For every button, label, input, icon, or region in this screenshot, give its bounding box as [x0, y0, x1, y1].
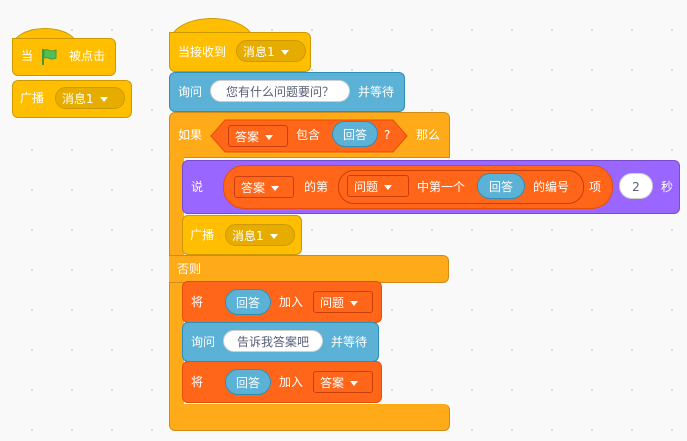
clicked-label: 被点击: [69, 49, 106, 63]
contains-list-dropdown[interactable]: 答案: [228, 125, 288, 147]
ask-label: 询问: [191, 335, 216, 349]
broadcast-label: 广播: [190, 228, 215, 242]
seconds-input[interactable]: 2: [619, 173, 653, 199]
answer-text: 回答: [488, 180, 513, 194]
add-to-list-block[interactable]: 将 回答 加入 答案: [182, 361, 382, 403]
chevron-down-icon: [271, 186, 280, 191]
else-label: 否则: [177, 262, 202, 276]
else-arm: 否则: [169, 255, 449, 283]
chevron-down-icon: [265, 135, 274, 140]
say-list2-dropdown[interactable]: 问题: [347, 175, 409, 197]
say-list-dropdown[interactable]: 答案: [234, 176, 294, 198]
item-label: 项: [589, 180, 602, 194]
ask-and-wait-block[interactable]: 询问 告诉我答案吧 并等待: [182, 322, 379, 362]
broadcast-message-dropdown[interactable]: 消息1: [225, 224, 295, 246]
broadcast-message-value: 消息1: [62, 92, 94, 106]
green-flag-icon: [42, 49, 57, 65]
say-for-secs-block[interactable]: 说 答案 的第 问题 中第一个 回答 的编号 项 2 秒: [182, 160, 680, 214]
chevron-down-icon: [350, 301, 359, 306]
add-list-dropdown[interactable]: 问题: [313, 291, 373, 313]
answer-text: 回答: [235, 376, 260, 390]
if-else-arm: [169, 154, 184, 426]
if-label: 如果: [178, 128, 203, 142]
answer-reporter[interactable]: 回答: [225, 369, 271, 395]
when-receive-label: 当接收到: [178, 45, 227, 59]
ask-question-text: 告诉我答案吧: [236, 335, 309, 349]
item-of-list-reporter[interactable]: 答案 的第 问题 中第一个 回答 的编号: [223, 165, 613, 209]
contains-label: 包含: [296, 128, 321, 142]
when-flag-clicked-block[interactable]: 当 被点击: [12, 38, 116, 76]
and-wait-label: 并等待: [331, 335, 368, 349]
add-to-label: 加入: [279, 375, 304, 389]
answer-reporter[interactable]: 回答: [332, 121, 378, 147]
broadcast-message-dropdown[interactable]: 消息1: [55, 87, 125, 109]
ask-label: 询问: [178, 85, 203, 99]
first-in-label: 中第一个: [417, 180, 466, 194]
broadcast-block[interactable]: 广播 消息1: [182, 215, 302, 255]
chevron-down-icon: [269, 234, 278, 239]
contains-list-value: 答案: [235, 130, 260, 144]
receive-message-value: 消息1: [243, 45, 275, 59]
ask-question-input[interactable]: 告诉我答案吧: [223, 330, 323, 352]
when-label: 当: [21, 49, 34, 63]
broadcast-block[interactable]: 广播 消息1: [12, 80, 132, 118]
of-the-label: 的第: [304, 180, 329, 194]
seconds-label: 秒: [661, 180, 674, 194]
say-list2-value: 问题: [354, 180, 379, 194]
if-else-bottom: [169, 404, 450, 431]
ask-question-text: 您有什么问题要问？: [225, 85, 334, 99]
add-to-label: 加入: [279, 295, 304, 309]
add-list-dropdown[interactable]: 答案: [313, 371, 373, 393]
broadcast-message-value: 消息1: [232, 229, 264, 243]
when-receive-block[interactable]: 当接收到 消息1: [169, 32, 311, 72]
answer-text: 回答: [235, 296, 260, 310]
say-label: 说: [191, 180, 204, 194]
question-mark: ?: [384, 128, 391, 142]
say-list-value: 答案: [241, 181, 266, 195]
index-of-label: 的编号: [533, 180, 570, 194]
chevron-down-icon: [350, 381, 359, 386]
chevron-down-icon: [384, 185, 393, 190]
if-else-block[interactable]: 如果 答案 包含 回答 ? 那么: [169, 112, 450, 158]
add-label: 将: [191, 295, 204, 309]
chevron-down-icon: [99, 97, 108, 102]
add-list-value: 答案: [320, 376, 345, 390]
answer-text: 回答: [342, 128, 367, 142]
add-label: 将: [191, 375, 204, 389]
ask-question-input[interactable]: 您有什么问题要问？: [210, 80, 350, 102]
add-list-value: 问题: [320, 296, 345, 310]
and-wait-label: 并等待: [358, 85, 395, 99]
receive-message-dropdown[interactable]: 消息1: [236, 40, 306, 62]
add-to-list-block[interactable]: 将 回答 加入 问题: [182, 281, 382, 323]
item-num-of-reporter[interactable]: 问题 中第一个 回答 的编号: [338, 170, 584, 204]
chevron-down-icon: [280, 50, 289, 55]
ask-and-wait-block[interactable]: 询问 您有什么问题要问？ 并等待: [169, 72, 405, 112]
answer-reporter[interactable]: 回答: [225, 289, 271, 315]
then-label: 那么: [416, 128, 441, 142]
broadcast-label: 广播: [20, 91, 45, 105]
seconds-value: 2: [632, 180, 640, 194]
answer-reporter[interactable]: 回答: [477, 173, 525, 199]
